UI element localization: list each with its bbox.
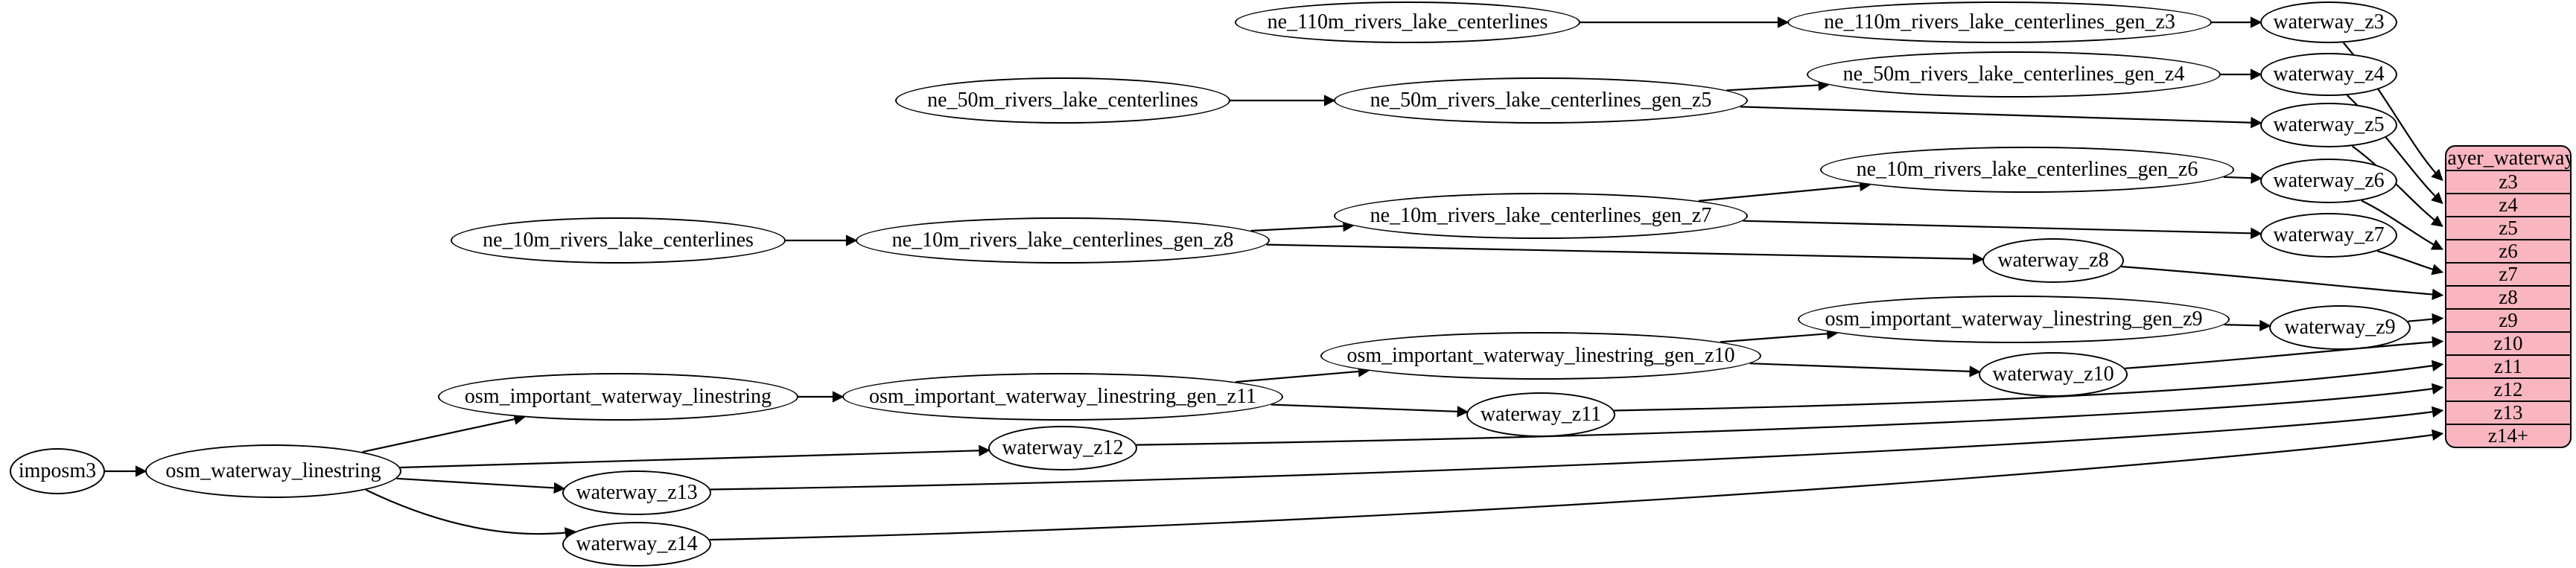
node-ne_110m_rivers_lake_centerlines: ne_110m_rivers_lake_centerlines [1235, 1, 1580, 43]
edge-waterway_z8-to-layer_waterway-z8 [2121, 266, 2444, 301]
node-waterway_z3: waterway_z3 [2260, 1, 2397, 43]
edge-ne_10m_rivers_lake_centerlines_gen_z8-to-ne_10m_rivers_lake_centerlines_gen_z7 [1250, 220, 1355, 232]
edge-osm_waterway_linestring-to-osm_important_waterway_linestring [362, 413, 526, 453]
node-waterway_z10: waterway_z10 [1979, 352, 2128, 397]
record-row-z9: z9 [2446, 308, 2570, 331]
node-osm_important_waterway_linestring_gen_z9: osm_important_waterway_linestring_gen_z9 [1798, 296, 2230, 343]
edge-osm_important_waterway_linestring_gen_z10-to-waterway_z10 [1749, 363, 1982, 377]
node-waterway_z14: waterway_z14 [562, 522, 711, 567]
edge-waterway_z14-to-layer_waterway-z14+ [709, 429, 2444, 541]
edge-osm_waterway_linestring-to-waterway_z14 [365, 488, 577, 539]
node-ne_110m_rivers_lake_centerlines_gen_z3: ne_110m_rivers_lake_centerlines_gen_z3 [1787, 1, 2212, 43]
edge-waterway_z11-to-layer_waterway-z11 [1614, 360, 2444, 412]
edge-waterway_z7-to-layer_waterway-z7 [2376, 250, 2444, 275]
edge-osm_waterway_linestring-to-waterway_z12 [400, 444, 990, 469]
node-osm_important_waterway_linestring_gen_z11: osm_important_waterway_linestring_gen_z1… [842, 373, 1283, 421]
edge-waterway_z13-to-layer_waterway-z13 [710, 406, 2444, 491]
node-waterway_z4: waterway_z4 [2260, 53, 2397, 96]
edge-osm_important_waterway_linestring_gen_z11-to-osm_important_waterway_linestring_gen_z10 [1235, 366, 1370, 383]
record-row-z3: z3 [2446, 170, 2570, 193]
node-ne_10m_rivers_lake_centerlines_gen_z8: ne_10m_rivers_lake_centerlines_gen_z8 [856, 217, 1270, 264]
record-row-z11: z11 [2446, 354, 2570, 377]
node-ne_50m_rivers_lake_centerlines: ne_50m_rivers_lake_centerlines [895, 77, 1230, 124]
edge-osm_important_waterway_linestring_gen_z9-to-waterway_z9 [2224, 319, 2271, 331]
edge-waterway_z12-to-layer_waterway-z12 [1136, 383, 2444, 446]
record-row-z5: z5 [2446, 216, 2570, 239]
edge-ne_10m_rivers_lake_centerlines_gen_z8-to-waterway_z8 [1266, 243, 1985, 265]
record-header: layer_waterway [2445, 146, 2572, 170]
node-waterway_z8: waterway_z8 [1982, 238, 2124, 283]
edge-ne_10m_rivers_lake_centerlines_gen_z7-to-waterway_z7 [1743, 220, 2262, 240]
node-ne_10m_rivers_lake_centerlines: ne_10m_rivers_lake_centerlines [451, 217, 786, 264]
record-row-z14+: z14+ [2446, 424, 2570, 447]
record-row-z13: z13 [2446, 401, 2570, 424]
record-row-z6: z6 [2446, 239, 2570, 262]
record-row-z12: z12 [2446, 377, 2570, 401]
edge-osm_important_waterway_linestring_gen_z11-to-waterway_z11 [1270, 403, 1469, 418]
node-waterway_z7: waterway_z7 [2260, 213, 2397, 258]
record-row-z8: z8 [2446, 285, 2570, 308]
node-waterway_z9: waterway_z9 [2269, 305, 2411, 350]
node-waterway_z5: waterway_z5 [2260, 103, 2397, 147]
edge-ne_10m_rivers_lake_centerlines_gen_z6-to-waterway_z6 [2223, 172, 2262, 184]
node-waterway_z12: waterway_z12 [988, 426, 1137, 470]
node-osm_waterway_linestring: osm_waterway_linestring [145, 444, 401, 498]
node-waterway_z11: waterway_z11 [1466, 392, 1615, 437]
edge-ne_50m_rivers_lake_centerlines_gen_z5-to-waterway_z5 [1740, 106, 2262, 129]
edge-ne_50m_rivers_lake_centerlines_gen_z5-to-ne_50m_rivers_lake_centerlines_gen_z4 [1726, 79, 1831, 92]
node-ne_50m_rivers_lake_centerlines_gen_z4: ne_50m_rivers_lake_centerlines_gen_z4 [1807, 51, 2221, 98]
record-row-z7: z7 [2446, 262, 2570, 285]
node-ne_10m_rivers_lake_centerlines_gen_z7: ne_10m_rivers_lake_centerlines_gen_z7 [1334, 193, 1748, 239]
node-waterway_z13: waterway_z13 [562, 470, 711, 515]
node-imposm3: imposm3 [10, 448, 105, 494]
edge-ne_10m_rivers_lake_centerlines_gen_z7-to-ne_10m_rivers_lake_centerlines_gen_z6 [1698, 179, 1871, 202]
edge-osm_important_waterway_linestring_gen_z10-to-osm_important_waterway_linestring_gen_z9 [1720, 328, 1839, 343]
edge-waterway_z9-to-layer_waterway-z9 [2408, 313, 2444, 325]
record-row-z4: z4 [2446, 193, 2570, 216]
record-row-z10: z10 [2446, 331, 2570, 354]
node-ne_10m_rivers_lake_centerlines_gen_z6: ne_10m_rivers_lake_centerlines_gen_z6 [1820, 147, 2234, 193]
edge-waterway_z6-to-layer_waterway-z6 [2361, 200, 2444, 250]
node-ne_50m_rivers_lake_centerlines_gen_z5: ne_50m_rivers_lake_centerlines_gen_z5 [1334, 77, 1748, 124]
edge-waterway_z5-to-layer_waterway-z5 [2351, 145, 2443, 227]
node-waterway_z6: waterway_z6 [2260, 159, 2397, 203]
edge-waterway_z10-to-layer_waterway-z10 [2125, 336, 2444, 369]
node-osm_important_waterway_linestring_gen_z10: osm_important_waterway_linestring_gen_z1… [1320, 332, 1761, 380]
node-osm_important_waterway_linestring: osm_important_waterway_linestring [438, 373, 798, 421]
edge-osm_waterway_linestring-to-waterway_z13 [396, 477, 566, 494]
